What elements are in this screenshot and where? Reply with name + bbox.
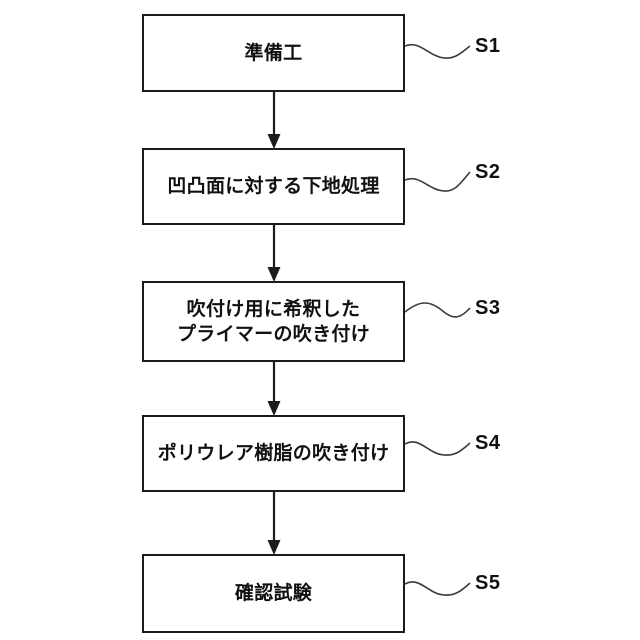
process-box-s4[interactable]: ポリウレア樹脂の吹き付け bbox=[142, 415, 405, 492]
process-box-s1[interactable]: 準備工 bbox=[142, 14, 405, 92]
process-box-s5[interactable]: 確認試験 bbox=[142, 554, 405, 633]
process-label-s3: 吹付け用に希釈した プライマーの吹き付け bbox=[176, 298, 370, 345]
step-tag-s2: S2 bbox=[475, 161, 501, 183]
process-label-s4: ポリウレア樹脂の吹き付け bbox=[157, 442, 390, 465]
step-tag-s4: S4 bbox=[475, 432, 501, 454]
step-tag-s1: S1 bbox=[475, 35, 501, 57]
connector-s4-s5 bbox=[267, 492, 281, 555]
process-label-s5: 確認試験 bbox=[234, 582, 313, 605]
process-label-s1: 準備工 bbox=[244, 41, 303, 64]
connector-s3-s4 bbox=[267, 362, 281, 416]
connector-s1-s2 bbox=[267, 92, 281, 149]
process-box-s3[interactable]: 吹付け用に希釈した プライマーの吹き付け bbox=[142, 281, 405, 362]
leader-line-s4 bbox=[404, 441, 471, 456]
leader-line-s3 bbox=[404, 302, 471, 318]
step-tag-s3: S3 bbox=[475, 297, 501, 319]
leader-line-s2 bbox=[404, 171, 471, 192]
process-box-s2[interactable]: 凹凸面に対する下地処理 bbox=[142, 148, 405, 225]
connector-s2-s3 bbox=[267, 225, 281, 282]
process-label-s2: 凹凸面に対する下地処理 bbox=[167, 175, 380, 198]
leader-line-s5 bbox=[404, 581, 471, 596]
leader-line-s1 bbox=[404, 43, 471, 59]
step-tag-s5: S5 bbox=[475, 572, 501, 594]
